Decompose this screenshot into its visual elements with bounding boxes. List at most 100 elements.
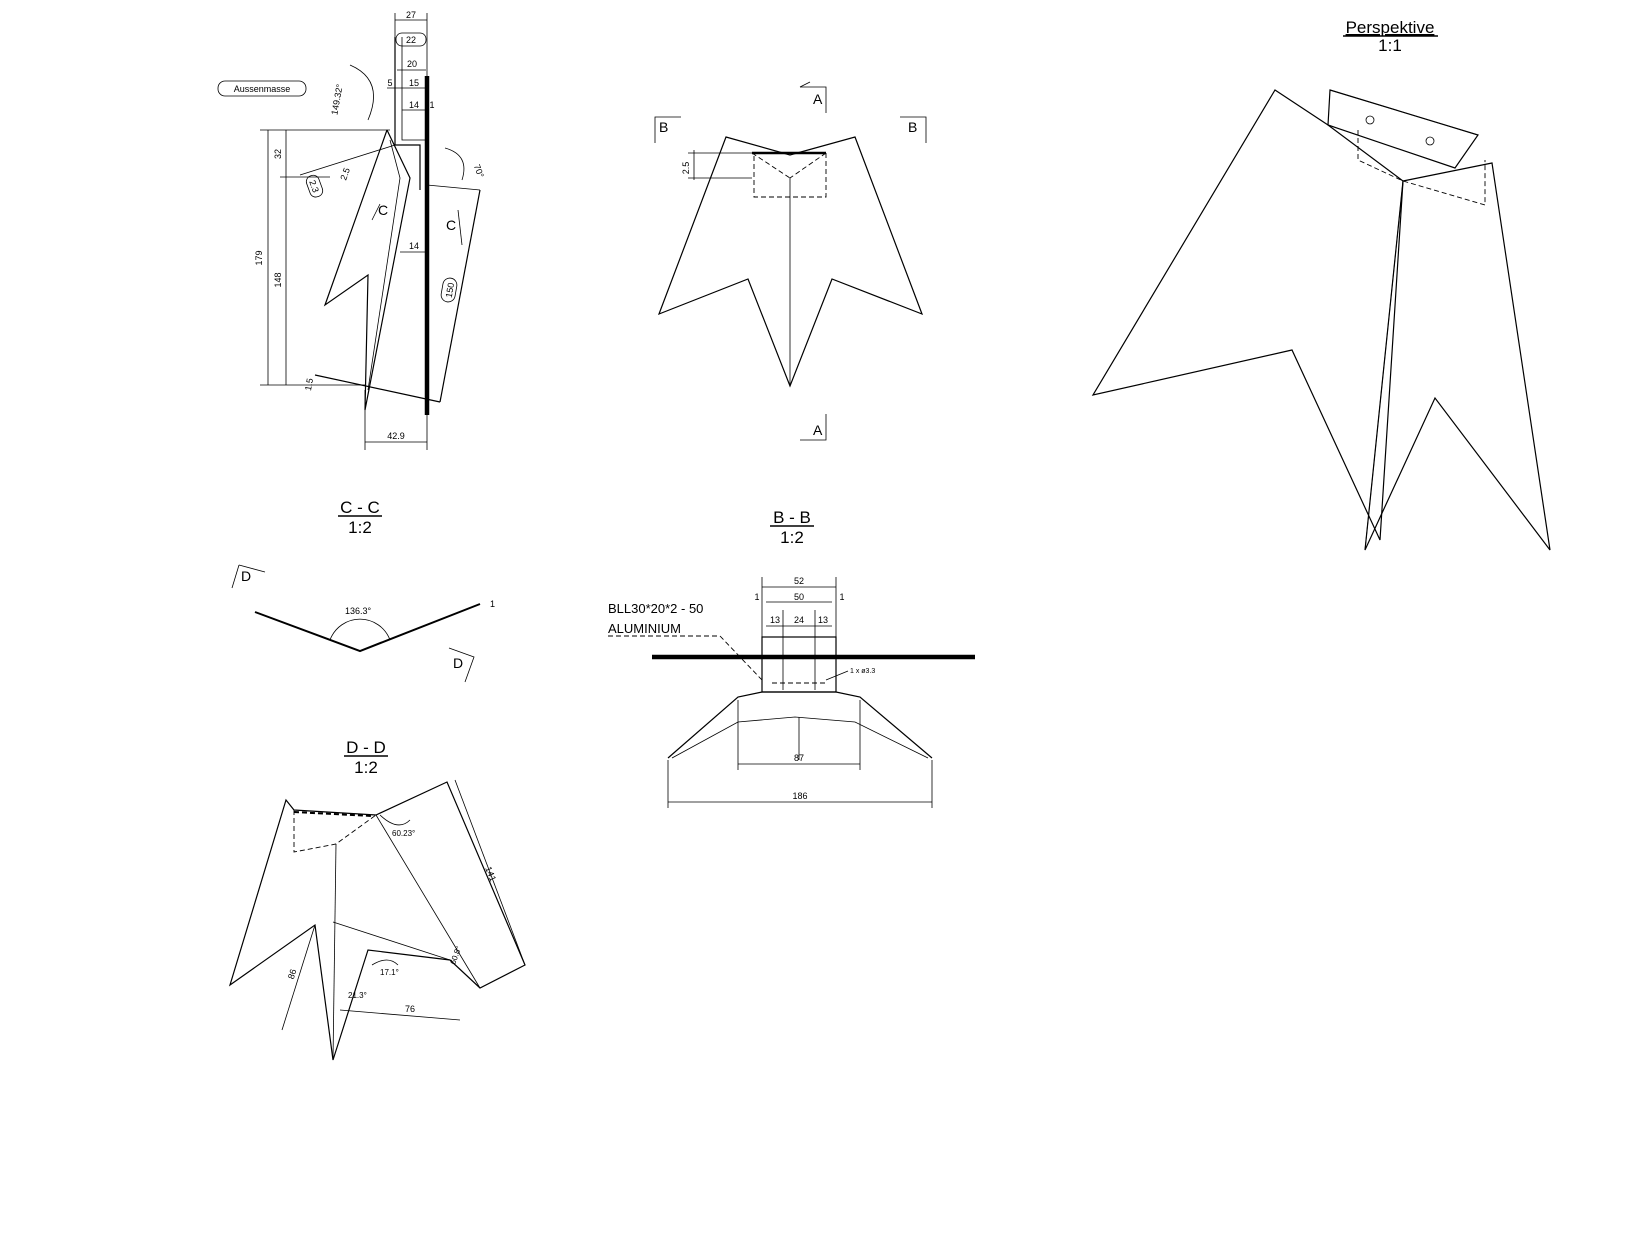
perspective-fold — [1364, 180, 1404, 551]
wing-profile — [323, 129, 411, 411]
section-dd-scale: 1:2 — [354, 758, 378, 777]
leg-bottom-edge — [314, 374, 441, 403]
dd-dim-76: 76 — [405, 1004, 415, 1014]
section-bb-title: B - B — [773, 508, 811, 527]
perspective-clip — [1327, 89, 1479, 169]
dim-150-frame — [440, 277, 458, 303]
clip-profile — [394, 37, 421, 190]
section-bb-outer — [667, 691, 933, 759]
bb-dim-52: 52 — [794, 576, 804, 586]
perspective-hole — [1425, 136, 1435, 146]
perspective-clip-edge — [1329, 89, 1479, 136]
clip-inner — [401, 37, 426, 141]
section-cc-scale: 1:2 — [348, 518, 372, 537]
dim-2-5: 2.5 — [338, 166, 352, 181]
cut-d-top-arrow — [231, 564, 240, 589]
section-dd-outline — [228, 781, 526, 1061]
section-bb-material: BLL30*20*2 - 50 — [608, 601, 703, 616]
cut-d-bottom: D — [453, 655, 463, 671]
wing-inner — [367, 139, 401, 391]
cut-a-top: A — [813, 91, 823, 107]
dd-dim-86: 86 — [286, 968, 299, 981]
fold-line-top — [299, 144, 396, 176]
hole-leader — [825, 670, 849, 681]
bb-dim-13-left: 13 — [770, 615, 780, 625]
section-dd-fold — [332, 843, 337, 1061]
bb-dim-24: 24 — [794, 615, 804, 625]
bb-hole: 1 x ø3.3 — [850, 668, 875, 675]
section-bb: B - B 1:2 BLL30*20*2 - 50 ALUMINIUM 52 5… — [608, 508, 975, 808]
dd-dim-141: 141 — [483, 865, 498, 883]
cut-c-left: C — [378, 202, 388, 218]
cut-a-bottom: A — [813, 422, 823, 438]
section-bb-scale: 1:2 — [780, 528, 804, 547]
side-view: Aussenmasse 27 22 20 5 15 14 1 149.32° 1… — [217, 10, 486, 450]
section-dd: D - D 1:2 60.23° 141 86 21.3° 17.1° 76 6… — [228, 738, 526, 1061]
cut-a-top-marker — [800, 86, 827, 113]
cut-b-left: B — [659, 119, 668, 135]
bb-dim-186: 186 — [792, 791, 807, 801]
bb-dim-87: 87 — [794, 753, 804, 763]
dim-148: 148 — [273, 272, 283, 287]
front-clip-hidden — [753, 152, 827, 198]
section-dd-fold-b — [332, 921, 451, 961]
aussenmasse-tag: Aussenmasse — [234, 84, 291, 94]
dd-arc-60 — [379, 814, 411, 826]
cut-a-bottom-marker — [800, 414, 827, 441]
section-cc-angle-arc — [329, 618, 391, 641]
bb-dim-1-left: 1 — [754, 592, 759, 602]
cut-b-right: B — [908, 119, 917, 135]
dim-42-9: 42.9 — [387, 431, 405, 441]
section-cc: C - C 1:2 136.3° D D 1 — [231, 498, 495, 683]
cut-d-top: D — [241, 568, 251, 584]
angle-arc-149 — [349, 64, 374, 121]
dim-22-frame — [395, 32, 427, 47]
perspective-title: Perspektive — [1346, 18, 1435, 37]
leg-right-edge — [439, 189, 481, 403]
section-dd-clip-hidden — [293, 810, 377, 853]
dim-20: 20 — [407, 59, 417, 69]
dim-14-top: 14 — [409, 100, 419, 110]
front-hidden-diag — [751, 152, 791, 179]
section-dd-clip — [293, 811, 373, 817]
section-dd-title: D - D — [346, 738, 386, 757]
dim-179: 179 — [254, 250, 264, 265]
dd-angle-60: 60.23° — [392, 829, 415, 838]
section-cc-angle: 136.3° — [345, 606, 372, 616]
dim-14-mid: 14 — [409, 241, 419, 251]
dd-angle-21: 21.3° — [348, 991, 367, 1000]
perspective-scale: 1:1 — [1378, 36, 1402, 55]
dim-22: 22 — [406, 35, 416, 45]
aussenmasse-tag-frame — [217, 80, 307, 97]
cut-c-right-arrow — [457, 209, 463, 246]
dim-15: 15 — [409, 78, 419, 88]
cut-c-right: C — [446, 217, 456, 233]
bb-dim-50: 50 — [794, 592, 804, 602]
section-cc-profile — [254, 603, 481, 653]
perspective-wing-right — [1364, 162, 1551, 551]
front-hidden-diag — [789, 152, 827, 179]
perspective-hidden — [1357, 130, 1486, 206]
front-view: 2.5 A A B B — [654, 81, 927, 441]
dim-150: 150 — [444, 282, 456, 299]
dd-angle-60-8: 60.8° — [448, 945, 463, 966]
front-outline — [657, 136, 924, 388]
dim-2-3: 2.3 — [307, 179, 321, 194]
section-bb-alloy: ALUMINIUM — [608, 621, 681, 636]
dd-dim-line-86 — [281, 924, 316, 1031]
perspective-wing-left — [1091, 89, 1404, 541]
angle-arc-70 — [444, 147, 465, 181]
dim-5: 5 — [387, 78, 392, 88]
dim-1: 1 — [429, 100, 434, 110]
angle-149: 149.32° — [329, 83, 344, 116]
section-cc-title: C - C — [340, 498, 380, 517]
perspective-view: Perspektive 1:1 — [1091, 18, 1551, 551]
dd-dim-line-76 — [339, 1009, 461, 1021]
dd-angle-17: 17.1° — [380, 968, 399, 977]
section-cc-dim-1: 1 — [490, 599, 495, 609]
angle-70: 70° — [472, 163, 486, 180]
cut-d-bottom-marker — [448, 647, 475, 683]
dim-2-3-frame — [305, 174, 324, 198]
section-dd-fold-c — [375, 814, 481, 989]
